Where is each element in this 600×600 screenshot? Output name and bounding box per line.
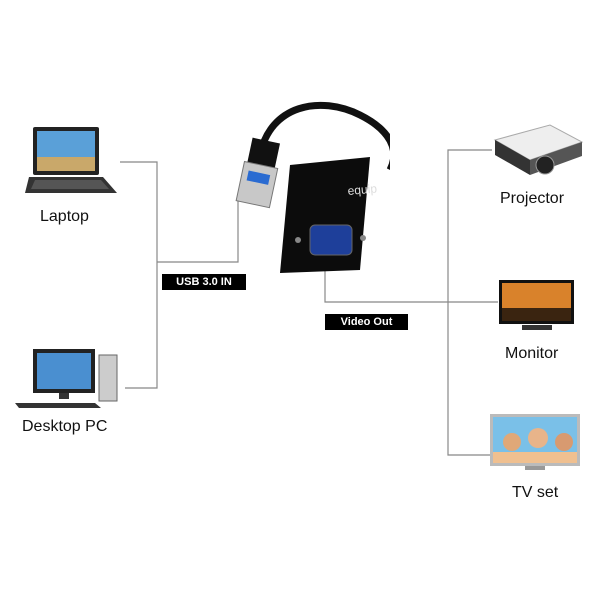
tv-label: TV set bbox=[512, 484, 559, 501]
laptop-label: Laptop bbox=[40, 208, 89, 225]
desktop-pc-label: Desktop PC bbox=[22, 418, 108, 435]
usb-in-tag: USB 3.0 IN bbox=[162, 274, 246, 290]
projector-image bbox=[493, 124, 584, 175]
usb-vga-adapter-image: equip bbox=[235, 101, 390, 273]
monitor-label: Monitor bbox=[505, 345, 559, 362]
desktop-pc-image bbox=[15, 349, 118, 408]
video-out-tag: Video Out bbox=[325, 314, 408, 330]
monitor-image bbox=[499, 280, 574, 330]
laptop-image bbox=[25, 127, 117, 193]
projector-label: Projector bbox=[500, 190, 565, 207]
brand-logo: equip bbox=[347, 181, 378, 198]
tv-image bbox=[490, 414, 580, 470]
